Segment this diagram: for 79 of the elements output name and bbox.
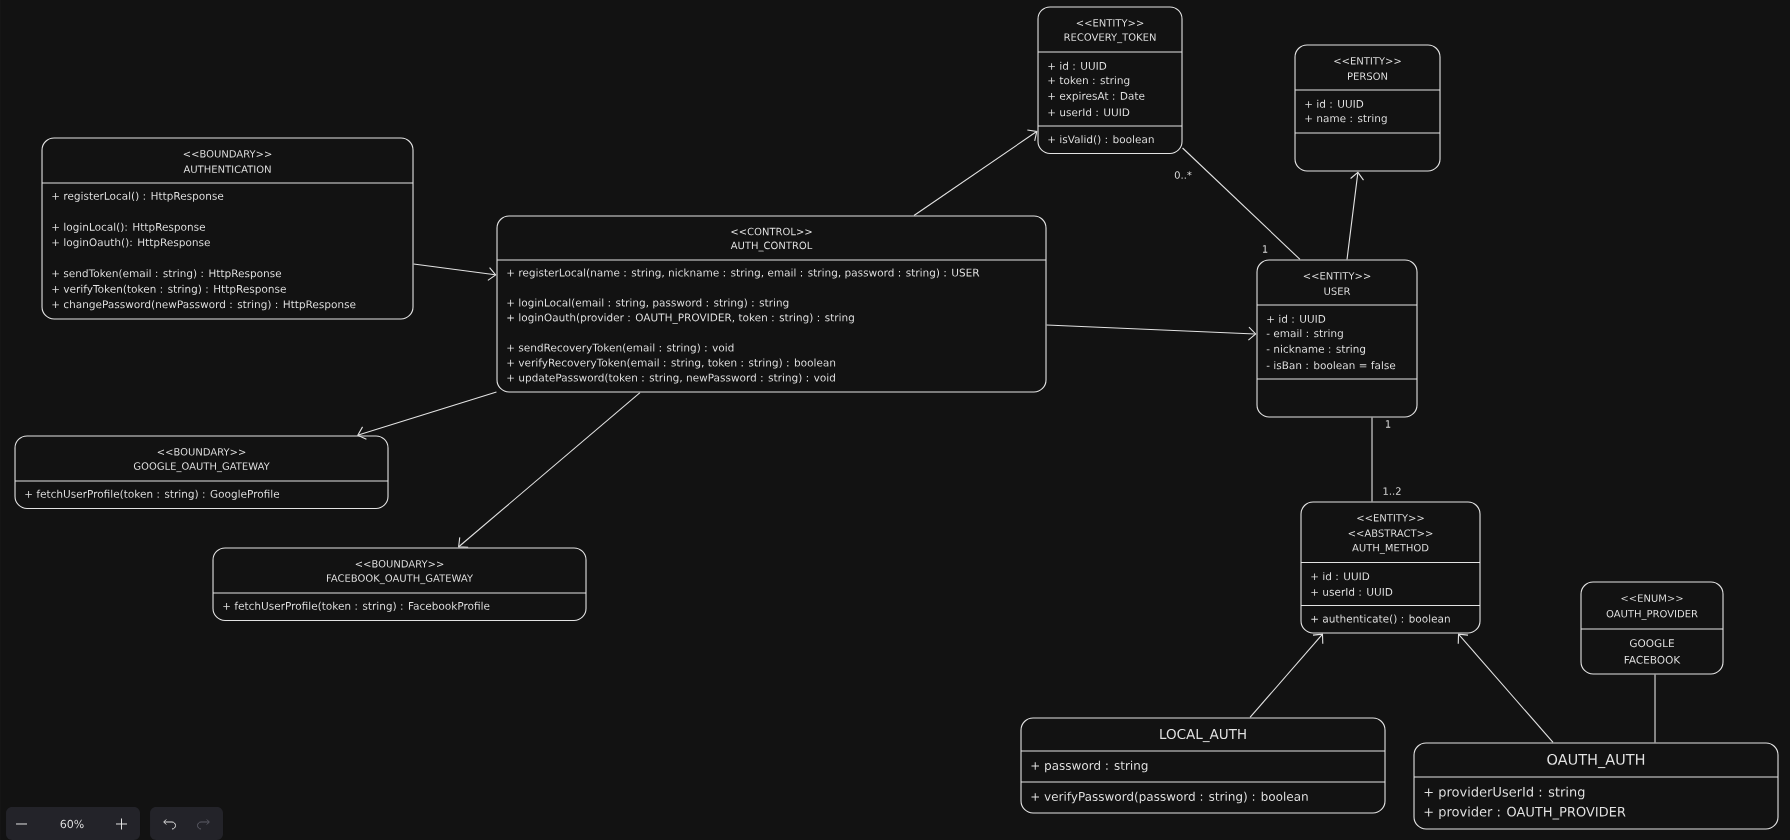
member-text: + verifyPassword(password : string) : boolean [1031,791,1308,804]
stereotype-label: <<CONTROL>> [731,227,812,236]
association-line [1182,147,1301,260]
class-name: PERSON [1348,72,1388,80]
stereotype-label: <<BOUNDARY>> [183,150,272,158]
member-text: + loginLocal(email : string, password : string) : string [507,298,789,309]
member-text: + id : UUID [1048,61,1107,70]
member-text: + fetchUserProfile(token : string) : FacebookProfile [223,601,490,612]
class-box [1413,742,1779,830]
class-box [1294,44,1441,172]
class-name: LOCAL_AUTH [1160,728,1246,743]
class-box [1580,581,1724,675]
member-text: + id : UUID [1311,572,1370,581]
arrow [357,391,497,440]
stereotype-label: <<ENTITY>> [1357,514,1424,522]
stereotype-label: <<ENUM>> [1621,594,1683,602]
member-text: + verifyRecoveryToken(email : string, token : string) : boolean [507,358,836,369]
class-name: AUTHENTICATION [183,165,271,173]
enum-value: GOOGLE [1629,639,1674,648]
member-text: - isBan : boolean = false [1266,361,1396,370]
member-text: + providerUserId : string [1424,786,1585,800]
class-box [1037,6,1183,154]
stereotype-label: <<ENTITY>> [1334,57,1401,65]
class-box [41,137,414,320]
class-name: AUTH_METHOD [1352,543,1429,554]
member-text: + sendToken(email : string) : HttpResponse [52,269,282,280]
association-line [1371,417,1373,502]
member-text: + userId : UUID [1311,587,1393,596]
member-text: + registerLocal(name : string, nickname : string, email : string, password : string) : USER [507,268,980,279]
stereotype-label: <<ENTITY>> [1076,19,1144,27]
arrow [1346,171,1365,260]
member-text: - email : string [1266,329,1343,340]
arrow [1046,324,1257,341]
stereotype-label: <<ABSTRACT>> [1348,529,1433,537]
member-text: + fetchUserProfile(token : string) : GoogleProfile [25,489,280,500]
class-name: RECOVERY_TOKEN [1064,33,1156,44]
member-text: + password : string [1031,760,1148,773]
class-box [496,215,1047,393]
member-text: + id : UUID [1267,314,1326,323]
member-text: + loginLocal(): HttpResponse [52,222,205,233]
class-box [212,547,587,621]
class-name: FACEBOOK_OAUTH_GATEWAY [327,574,474,585]
zoom-level: 60% [60,819,84,829]
arrow [913,129,1038,216]
arrow [1249,633,1324,718]
member-text: + expiresAt : Date [1048,91,1145,102]
member-text: + name : string [1305,114,1387,125]
member-text: + updatePassword(token : string, newPassword : string) : void [507,373,835,384]
member-text: + isValid() : boolean [1048,135,1154,145]
class-name: USER [1324,287,1351,295]
stereotype-label: <<BOUNDARY>> [355,560,444,568]
member-text: + loginOauth(provider : OAUTH_PROVIDER, token : string) : string [507,313,854,324]
class-box [1256,259,1418,418]
class-box [1020,717,1386,814]
class-box [1300,501,1481,634]
arrow [458,392,641,548]
class-box [14,435,389,509]
multiplicity-label: 0..* [1174,171,1192,179]
member-text: + userId : UUID [1048,108,1130,117]
class-name: OAUTH_AUTH [1547,753,1645,769]
member-text: + id : UUID [1305,99,1364,108]
member-text: + sendRecoveryToken(email : string) : void [507,343,734,354]
association-line [1654,674,1656,743]
member-text: + changePassword(newPassword : string) : HttpResponse [52,300,356,311]
class-name: AUTH_CONTROL [730,241,813,252]
member-text: + token : string [1048,76,1130,87]
enum-value: FACEBOOK [1624,655,1681,664]
arrow [413,263,497,281]
member-text: - nickname : string [1266,344,1366,355]
stereotype-label: <<ENTITY>> [1303,272,1371,280]
member-text: + loginOauth(): HttpResponse [52,238,210,249]
member-text: + authenticate() : boolean [1311,614,1450,624]
class-name: OAUTH_PROVIDER [1606,609,1698,620]
member-text: + registerLocal() : HttpResponse [52,191,224,202]
member-text: + verifyToken(token : string) : HttpResponse [52,284,286,295]
arrow [1457,633,1554,743]
class-name: GOOGLE_OAUTH_GATEWAY [133,462,270,473]
stereotype-label: <<BOUNDARY>> [157,448,246,456]
member-text: + provider : OAUTH_PROVIDER [1424,806,1626,820]
